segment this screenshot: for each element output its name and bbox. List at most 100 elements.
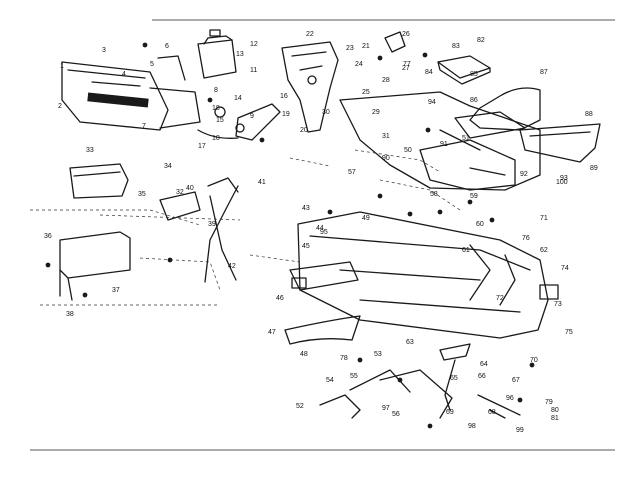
callout-label: 34 bbox=[164, 163, 172, 170]
dash-panel bbox=[61, 55, 201, 131]
front-grille bbox=[59, 231, 131, 301]
callout-label: 92 bbox=[520, 171, 528, 178]
callout-label: 100 bbox=[556, 179, 568, 186]
callout-label: 71 bbox=[540, 215, 548, 222]
callout-label: 76 bbox=[522, 235, 530, 242]
callout-label: 78 bbox=[340, 355, 348, 362]
callout-label: 35 bbox=[138, 191, 146, 198]
seat-pan bbox=[519, 123, 601, 163]
steering-brackets-left bbox=[159, 177, 239, 283]
callout-label: 57 bbox=[348, 169, 356, 176]
callout-label: 60 bbox=[476, 221, 484, 228]
callout-label: 62 bbox=[540, 247, 548, 254]
callout-label: 33 bbox=[86, 147, 94, 154]
callout-label: 14 bbox=[234, 95, 242, 102]
callout-label: 93 bbox=[560, 175, 568, 182]
seat bbox=[437, 55, 541, 139]
callout-label: 79 bbox=[545, 399, 553, 406]
callout-label: 26 bbox=[402, 31, 410, 38]
callout-label: 12 bbox=[250, 41, 258, 48]
callout-label: 22 bbox=[306, 31, 314, 38]
callout-label: 64 bbox=[480, 361, 488, 368]
callout-label: 16 bbox=[280, 93, 288, 100]
callout-label: 80 bbox=[551, 407, 559, 414]
callout-label: 10 bbox=[212, 135, 220, 142]
callout-label: 66 bbox=[478, 373, 486, 380]
callout-label: 15 bbox=[216, 117, 224, 124]
callout-label: 65 bbox=[450, 375, 458, 382]
callout-label: 8 bbox=[214, 87, 218, 94]
hood-pedestal bbox=[281, 31, 406, 133]
callout-label: 11 bbox=[250, 67, 257, 74]
callout-label: 7 bbox=[142, 123, 146, 130]
callout-label: 17 bbox=[198, 143, 206, 150]
callout-label: 68 bbox=[488, 409, 496, 416]
rear-fender bbox=[339, 91, 541, 191]
callout-label: 38 bbox=[66, 311, 74, 318]
callout-label: 82 bbox=[477, 37, 485, 44]
callout-label: 2 bbox=[58, 103, 62, 110]
callout-label: 28 bbox=[382, 77, 390, 84]
steering-bracket bbox=[197, 103, 281, 141]
callout-label: 77 bbox=[403, 61, 411, 68]
callout-label: 25 bbox=[362, 89, 370, 96]
callout-labels: 1234567891011121314151617181920212223242… bbox=[44, 31, 598, 434]
callout-label: 46 bbox=[276, 295, 284, 302]
callout-label: 47 bbox=[268, 329, 276, 336]
callout-label: 83 bbox=[452, 43, 460, 50]
axle-bracket bbox=[289, 261, 359, 291]
callout-label: 18 bbox=[212, 105, 220, 112]
callout-label: 23 bbox=[346, 45, 354, 52]
callout-label: 87 bbox=[540, 69, 548, 76]
callout-label: 29 bbox=[372, 109, 380, 116]
pedal-linkage bbox=[284, 315, 453, 419]
callout-label: 4 bbox=[122, 71, 126, 78]
callout-label: 31 bbox=[382, 133, 390, 140]
callout-label: 74 bbox=[561, 265, 569, 272]
callout-label: 27 bbox=[402, 65, 410, 72]
callout-label: 89 bbox=[590, 165, 598, 172]
callout-label: 41 bbox=[258, 179, 266, 186]
main-frame bbox=[297, 211, 559, 339]
callout-label: 37 bbox=[112, 287, 120, 294]
callout-label: 6 bbox=[165, 43, 169, 50]
callout-label: 73 bbox=[554, 301, 562, 308]
callout-label: 51 bbox=[462, 135, 470, 142]
callout-label: 91 bbox=[440, 141, 448, 148]
callout-label: 53 bbox=[374, 351, 382, 358]
callout-label: 84 bbox=[425, 69, 433, 76]
fuel-tank bbox=[197, 29, 237, 79]
callout-label: 50 bbox=[404, 147, 412, 154]
callout-label: 63 bbox=[406, 339, 414, 346]
callout-label: 5 bbox=[150, 61, 154, 68]
callout-label: 39 bbox=[208, 221, 216, 228]
brake-pedal bbox=[439, 343, 521, 419]
callout-label: 86 bbox=[470, 97, 478, 104]
hardware bbox=[45, 42, 535, 429]
callout-label: 88 bbox=[585, 111, 593, 118]
callout-label: 19 bbox=[282, 111, 290, 118]
leader-lines bbox=[30, 149, 461, 306]
callout-label: 45 bbox=[302, 243, 310, 250]
callout-label: 3 bbox=[102, 47, 106, 54]
callout-label: 94 bbox=[428, 99, 436, 106]
callout-label: 96 bbox=[506, 395, 514, 402]
callout-label: 81 bbox=[551, 415, 559, 422]
callout-label: 58 bbox=[430, 191, 438, 198]
callout-label: 21 bbox=[362, 43, 370, 50]
callout-label: 13 bbox=[236, 51, 244, 58]
callout-label: 36 bbox=[44, 233, 52, 240]
callout-label: 20 bbox=[300, 127, 308, 134]
callout-label: 99 bbox=[516, 427, 524, 434]
callout-label: 30 bbox=[322, 109, 330, 116]
callout-label: 95 bbox=[320, 229, 328, 236]
callout-label: 24 bbox=[355, 61, 363, 68]
callout-label: 44 bbox=[316, 225, 324, 232]
callout-label: 56 bbox=[392, 411, 400, 418]
callout-label: 40 bbox=[186, 185, 194, 192]
callout-label: 52 bbox=[296, 403, 304, 410]
callout-label: 42 bbox=[228, 263, 236, 270]
callout-label: 61 bbox=[462, 247, 470, 254]
